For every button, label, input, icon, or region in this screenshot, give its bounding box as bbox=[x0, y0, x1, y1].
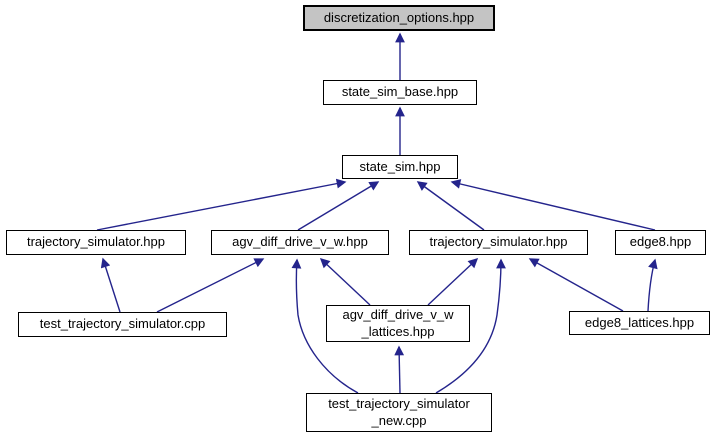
node-state_sim-hpp[interactable]: state_sim.hpp bbox=[342, 155, 458, 179]
edge-trajectory_simulator_left-to-state_sim bbox=[96, 178, 347, 231]
node-test_trajectory_simulator_new-cpp[interactable]: test_trajectory_simulator _new.cpp bbox=[306, 393, 492, 432]
edge-edge8_lattices-to-trajectory_simulator_right bbox=[528, 258, 624, 312]
edge-test_trajectory_simulator-to-trajectory_simulator_left bbox=[100, 257, 121, 313]
edge-test_trajectory_simulator-to-agv_diff_drive_v_w bbox=[156, 258, 265, 313]
edge-trajectory_simulator_right-to-state_sim bbox=[416, 181, 485, 231]
edge-agv_diff_drive_v_w_lattices-to-agv_diff_drive_v_w bbox=[319, 257, 371, 306]
node-trajectory_simulator-hpp-right[interactable]: trajectory_simulator.hpp bbox=[409, 230, 588, 255]
node-trajectory_simulator-hpp-left[interactable]: trajectory_simulator.hpp bbox=[6, 230, 186, 255]
edge-edge8_lattices-to-edge8 bbox=[647, 258, 658, 312]
node-agv_diff_drive_v_w_lattices-hpp[interactable]: agv_diff_drive_v_w _lattices.hpp bbox=[326, 305, 470, 342]
edge-test_trajectory_simulator_new-to-agv_diff_drive_v_w bbox=[291, 258, 359, 394]
node-discretization_options-hpp[interactable]: discretization_options.hpp bbox=[303, 5, 495, 31]
edge-test_trajectory_simulator_new-to-agv_diff_drive_v_w_lattices bbox=[394, 345, 405, 394]
node-edge8-hpp[interactable]: edge8.hpp bbox=[615, 230, 706, 255]
edge-edge8-to-state_sim bbox=[450, 179, 656, 231]
node-test_trajectory_simulator-cpp[interactable]: test_trajectory_simulator.cpp bbox=[18, 312, 227, 337]
edge-test_trajectory_simulator_new-to-trajectory_simulator_right bbox=[435, 258, 506, 394]
edge-agv_diff_drive_v_w_lattices-to-trajectory_simulator_right bbox=[427, 257, 479, 306]
node-state_sim_base-hpp[interactable]: state_sim_base.hpp bbox=[323, 80, 477, 105]
node-agv_diff_drive_v_w-hpp[interactable]: agv_diff_drive_v_w.hpp bbox=[211, 230, 389, 255]
edge-agv_diff_drive_v_w-to-state_sim bbox=[297, 181, 380, 231]
node-edge8_lattices-hpp[interactable]: edge8_lattices.hpp bbox=[569, 311, 710, 335]
